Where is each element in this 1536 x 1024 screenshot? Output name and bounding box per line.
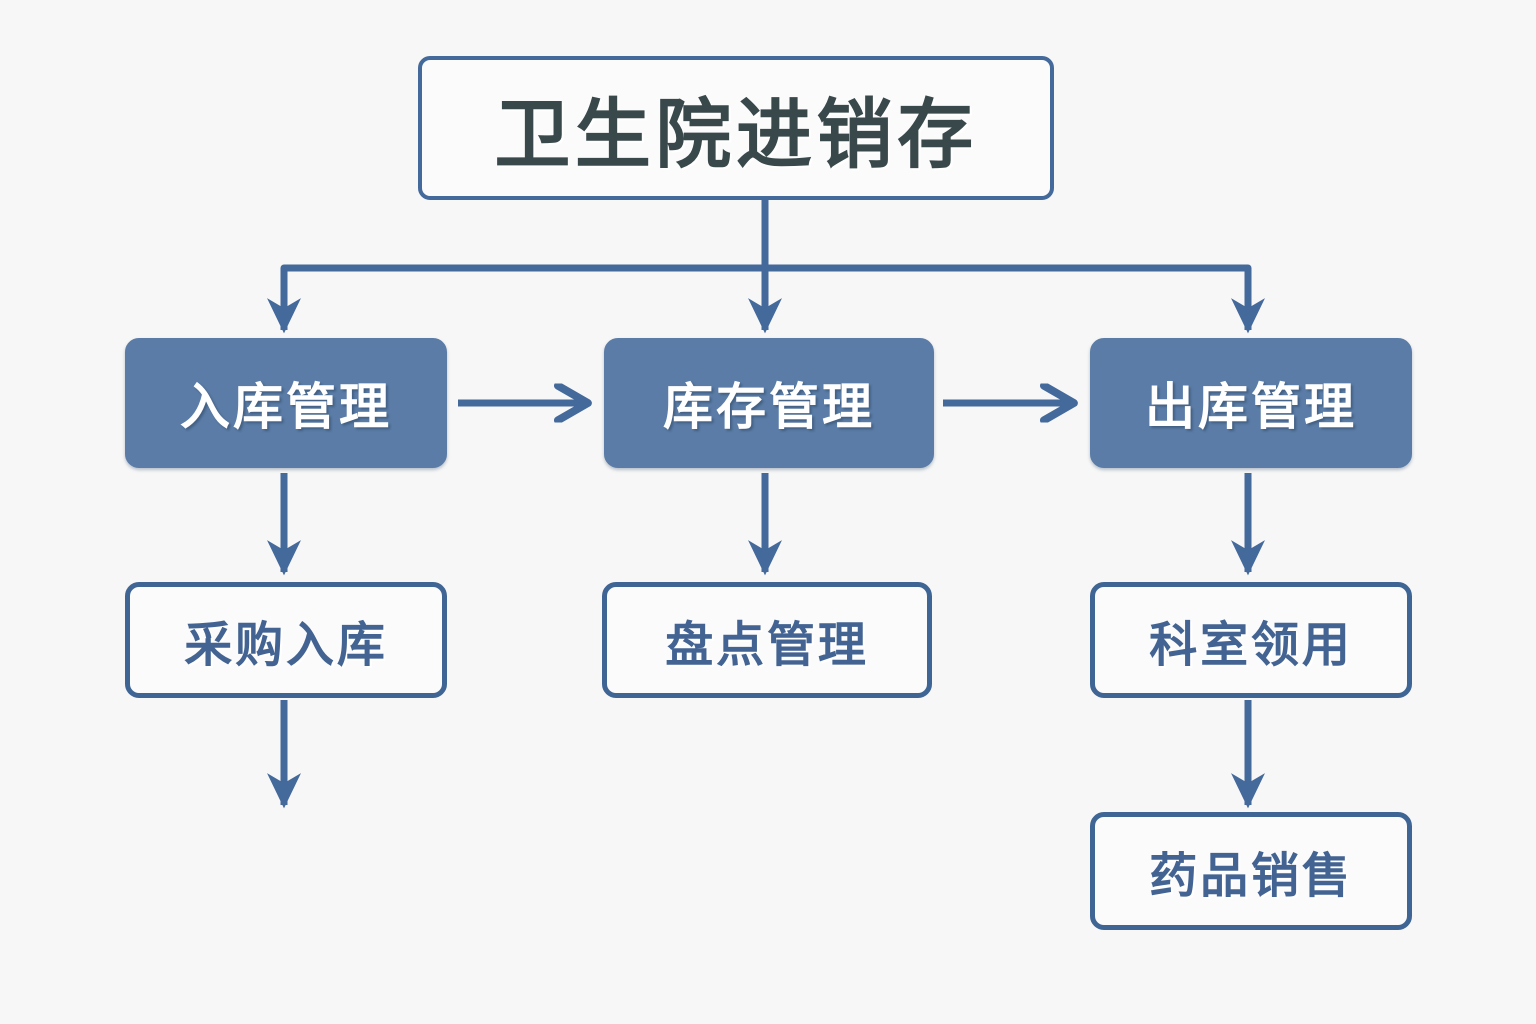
node-inbound-management[interactable]: 入库管理: [125, 338, 447, 468]
node-stock-management-label: 库存管理: [663, 379, 875, 435]
node-stock-management[interactable]: 库存管理: [604, 338, 934, 468]
node-purchase-inbound-label: 采购入库: [184, 619, 388, 672]
node-drug-sales-label: 药品销售: [1149, 850, 1353, 903]
node-stocktake-management-label: 盘点管理: [665, 619, 869, 672]
node-root-title[interactable]: 卫生院进销存: [418, 56, 1054, 200]
node-department-requisition[interactable]: 科室领用: [1090, 582, 1412, 698]
node-outbound-management-label: 出库管理: [1145, 379, 1357, 435]
node-drug-sales[interactable]: 药品销售: [1090, 812, 1412, 930]
edge-root-bus: [267, 200, 1265, 334]
node-department-requisition-label: 科室领用: [1149, 619, 1353, 672]
node-outbound-management[interactable]: 出库管理: [1090, 338, 1412, 468]
node-inbound-management-label: 入库管理: [180, 379, 392, 435]
node-purchase-inbound[interactable]: 采购入库: [125, 582, 447, 698]
node-stocktake-management[interactable]: 盘点管理: [602, 582, 932, 698]
node-root-title-label: 卫生院进销存: [494, 93, 978, 178]
